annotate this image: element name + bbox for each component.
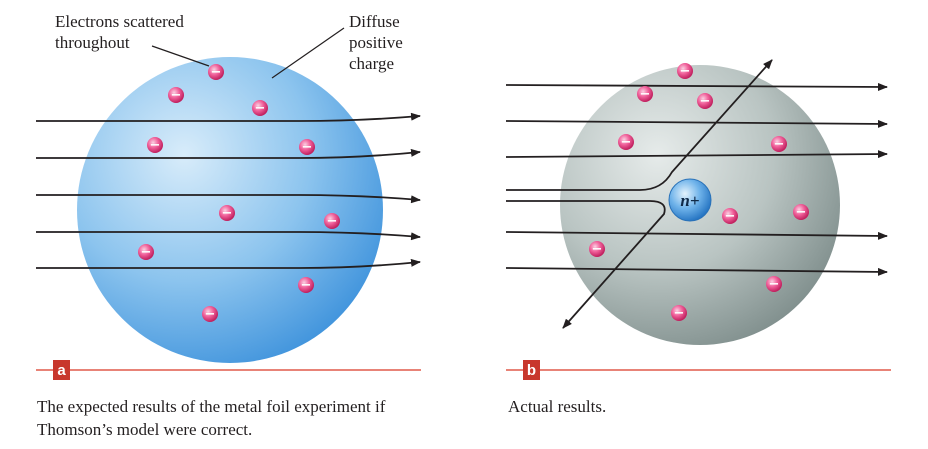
caption-b: Actual results. (508, 397, 607, 416)
svg-text:−: − (255, 101, 266, 116)
svg-text:−: − (796, 205, 807, 220)
svg-text:−: − (640, 87, 651, 102)
svg-text:−: − (680, 64, 691, 79)
alpha-ray (36, 112, 421, 122)
callout-electrons: Electrons scattered throughout (55, 11, 184, 53)
electron: − (793, 204, 809, 220)
panel-b-badge: b (523, 360, 540, 380)
svg-text:−: − (141, 245, 152, 260)
svg-text:−: − (211, 65, 222, 80)
alpha-rays-a (36, 112, 421, 269)
svg-text:−: − (700, 94, 711, 109)
callout-electrons-line-1: Electrons scattered (55, 12, 184, 31)
electron: − (324, 213, 340, 229)
svg-text:−: − (327, 214, 338, 229)
deflected-ray-back (506, 200, 666, 329)
callout-charge-line-2: positive (349, 33, 403, 52)
electron: − (219, 205, 235, 221)
svg-text:a: a (57, 362, 66, 379)
alpha-ray (505, 82, 888, 91)
svg-text:−: − (725, 209, 736, 224)
svg-text:−: − (302, 140, 313, 155)
panel-a-badge: a (53, 360, 70, 380)
electron: − (147, 137, 163, 153)
caption-a: The expected results of the metal foil e… (37, 397, 386, 439)
electron: − (299, 139, 315, 155)
alpha-ray (36, 148, 421, 159)
callout-charge-line-1: Diffuse (349, 12, 400, 31)
svg-text:−: − (301, 278, 312, 293)
electrons-a: − − − − − − − − − − (138, 64, 340, 322)
svg-text:−: − (769, 277, 780, 292)
callout-diffuse-charge: Diffuse positive charge (349, 11, 403, 74)
electron: − (252, 100, 268, 116)
electron: − (589, 241, 605, 257)
nucleus-label: n+ (680, 191, 699, 210)
svg-text:−: − (774, 137, 785, 152)
svg-text:−: − (222, 206, 233, 221)
electron: − (208, 64, 224, 80)
alpha-ray (505, 267, 888, 276)
electrons-b: − − − − − − − − − − (589, 63, 809, 321)
svg-text:−: − (171, 88, 182, 103)
svg-text:−: − (621, 135, 632, 150)
svg-text:−: − (150, 138, 161, 153)
alpha-rays-b (505, 59, 888, 329)
svg-text:−: − (205, 307, 216, 322)
alpha-ray (505, 150, 888, 159)
electron: − (671, 305, 687, 321)
electron: − (637, 86, 653, 102)
alpha-ray (505, 231, 888, 240)
alpha-ray (505, 119, 888, 128)
electron: − (298, 277, 314, 293)
callout-charge-line-3: charge (349, 54, 394, 73)
electron: − (202, 306, 218, 322)
svg-text:−: − (674, 306, 685, 321)
deflected-ray-up (506, 59, 773, 191)
svg-text:b: b (527, 362, 536, 379)
electron: − (722, 208, 738, 224)
electron: − (677, 63, 693, 79)
electron: − (618, 134, 634, 150)
electron: − (771, 136, 787, 152)
callout-electrons-line-2: throughout (55, 33, 130, 52)
electron: − (697, 93, 713, 109)
electron: − (168, 87, 184, 103)
alpha-ray (36, 194, 421, 204)
alpha-ray (36, 231, 421, 241)
callout-leader-electrons (151, 45, 210, 67)
alpha-ray (36, 258, 421, 269)
svg-text:−: − (592, 242, 603, 257)
electron: − (766, 276, 782, 292)
callout-leader-charge (271, 27, 345, 79)
nucleus: n+ (668, 178, 712, 222)
electron: − (138, 244, 154, 260)
